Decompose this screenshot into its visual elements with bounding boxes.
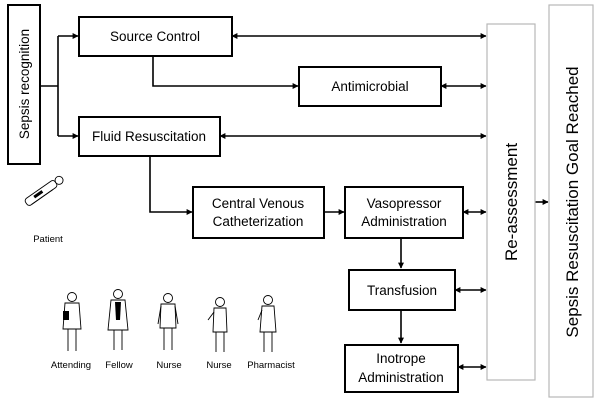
vasopressor-label-line2: Administration: [361, 214, 447, 229]
sepsis-recognition-box: Sepsis recognition: [7, 4, 41, 165]
central-venous-label-line1: Central Venous: [212, 196, 305, 211]
patient-figure: Patient: [24, 175, 64, 245]
arrow-to-central-venous: [149, 156, 193, 215]
patient-label: Patient: [33, 234, 63, 245]
attending-label: Attending: [51, 360, 91, 371]
central-venous-label-line2: Catheterization: [213, 214, 304, 229]
arrow-to-antimicrobial: [152, 56, 299, 89]
fluid-resuscitation-box: Fluid Resuscitation: [78, 116, 221, 157]
inotrope-label-line2: Administration: [358, 370, 444, 385]
vasopressor-box: Vasopressor Administration: [344, 186, 464, 239]
nurse-figure-1: Nurse: [156, 293, 182, 371]
reassessment-label: Re-assessment: [502, 143, 521, 261]
nurse-label-2: Nurse: [206, 360, 231, 371]
fellow-label: Fellow: [105, 360, 133, 371]
transfusion-box: Transfusion: [348, 269, 456, 311]
vasopressor-label-line1: Vasopressor: [367, 196, 442, 211]
fluid-resuscitation-label: Fluid Resuscitation: [92, 129, 206, 144]
fellow-figure: Fellow: [105, 289, 133, 371]
pharmacist-label: Pharmacist: [247, 360, 295, 371]
transfusion-label: Transfusion: [367, 283, 437, 298]
sepsis-recognition-label: Sepsis recognition: [17, 29, 32, 139]
source-control-box: Source Control: [78, 16, 233, 57]
attending-figure: Attending: [51, 292, 91, 371]
antimicrobial-label: Antimicrobial: [331, 79, 408, 94]
pharmacist-figure: Pharmacist: [247, 295, 295, 371]
central-venous-box: Central Venous Catheterization: [192, 186, 325, 239]
connectors: [40, 33, 549, 370]
reassessment-box: Re-assessment: [486, 23, 536, 381]
nurse-figure-2: Nurse: [206, 297, 232, 371]
goal-label: Sepsis Resuscitation Goal Reached: [563, 66, 582, 337]
inotrope-box: Inotrope Administration: [344, 344, 459, 393]
nurse-label-1: Nurse: [156, 360, 181, 371]
source-control-label: Source Control: [110, 29, 200, 44]
goal-box: Sepsis Resuscitation Goal Reached: [548, 4, 594, 398]
antimicrobial-box: Antimicrobial: [298, 66, 442, 107]
inotrope-label-line1: Inotrope: [376, 351, 426, 366]
